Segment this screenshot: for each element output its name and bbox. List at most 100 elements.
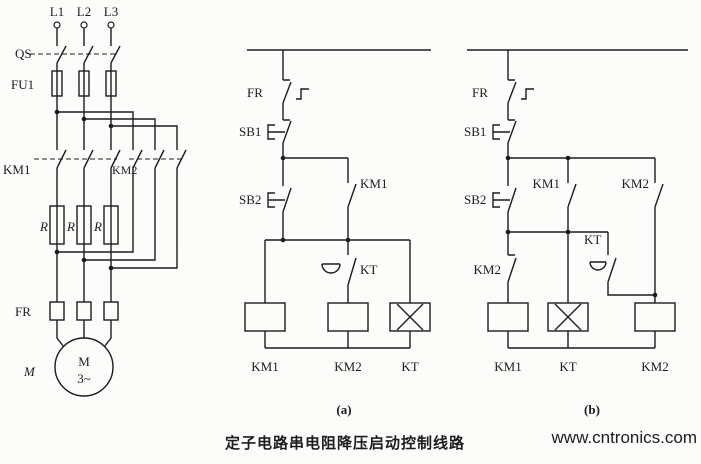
- junction-dot: [652, 292, 658, 298]
- qs-switch: QS: [15, 45, 121, 64]
- b-coil-label-kt: KT: [559, 359, 576, 374]
- junction-dot: [505, 155, 511, 161]
- fuse-3: [105, 70, 117, 97]
- fuse-fu1: FU1: [11, 70, 117, 97]
- b-fr-label: FR: [472, 85, 488, 100]
- a-kt-coil: KT: [389, 302, 431, 374]
- junction-dot: [54, 109, 60, 115]
- watermark-text: www.cntronics.com: [551, 428, 697, 447]
- b-sb1-actuator: [492, 124, 510, 140]
- b-km1-coil: KM1: [487, 302, 529, 374]
- terminal-l2: [80, 21, 88, 29]
- km2-tap-wires: [57, 111, 178, 150]
- thermal-relay-fr: FR: [15, 301, 119, 321]
- a-coil-label-km2: KM2: [334, 359, 361, 374]
- km1-main-contacts: KM1: [3, 149, 121, 177]
- motor: M M 3~: [23, 337, 114, 397]
- qs-label: QS: [15, 46, 32, 61]
- power-circuit: L1 L2 L3 QS FU1 KM1: [3, 4, 187, 397]
- a-kt-delay-symbol: [321, 263, 341, 274]
- a-sb1-button: SB1: [239, 119, 292, 144]
- b-sb2-blade: [507, 187, 517, 213]
- a-sb2-actuator: [267, 192, 285, 208]
- resistor-r1: [49, 205, 65, 245]
- b-coil-branch-wires: [508, 232, 656, 349]
- fu1-label: FU1: [11, 77, 34, 92]
- b-kt-delay-contact: KT: [584, 232, 655, 296]
- a-junction-dots: [280, 155, 351, 243]
- control-circuit-b: FR SB1 SB2 KM1 KM2 KM2: [464, 49, 688, 417]
- b-km2-aux-contact: KM2: [622, 158, 664, 303]
- a-fr-blade: [282, 79, 292, 104]
- junction-dot: [81, 257, 87, 263]
- junction-dot: [54, 249, 60, 255]
- a-km2-coil-box: [327, 302, 369, 332]
- motor-outside-label: M: [23, 364, 36, 379]
- b-fr-thermal-symbol: [521, 88, 534, 100]
- control-circuit-a: FR SB1 SB2 KM1 KT KM1: [239, 49, 431, 417]
- junction-dot: [108, 123, 114, 129]
- a-kt-delay-contact: KT: [321, 240, 377, 286]
- figure-caption: 定子电路串电阻降压启动控制线路: [225, 434, 465, 452]
- fuse-2: [78, 70, 90, 97]
- figure-tag-b: (b): [584, 402, 600, 417]
- resistor-r2: [76, 205, 92, 245]
- b-km2-aux-wires: [654, 158, 664, 303]
- b-kt-delay-symbol: [589, 261, 607, 271]
- a-coil-label-kt: KT: [401, 359, 418, 374]
- phase-wire-1: [56, 28, 65, 347]
- a-kt-coil-cross: [396, 303, 424, 331]
- a-sb2-blade: [282, 187, 292, 213]
- phase-wire-3: [103, 28, 112, 347]
- r1-label: R: [39, 219, 48, 234]
- b-sb2-actuator: [492, 192, 510, 208]
- a-sb1-blade: [282, 119, 292, 144]
- a-fr-thermal-symbol: [296, 88, 309, 100]
- a-coil-label-km1: KM1: [251, 359, 278, 374]
- a-sb2-button: SB2: [239, 187, 292, 213]
- fr-heater-2: [76, 301, 92, 321]
- phase-label-l3: L3: [104, 4, 118, 19]
- a-fr-nc-contact: FR: [247, 79, 309, 104]
- b-km2-aux-label: KM2: [622, 176, 649, 191]
- fr-heater-3: [103, 301, 119, 321]
- a-km1-aux-label: KM1: [360, 176, 387, 191]
- b-km1-aux-wires: [567, 158, 577, 232]
- junction-dot: [108, 265, 114, 271]
- fuse-1: [51, 70, 63, 97]
- power-junction-dots: [54, 109, 114, 271]
- junction-dot: [565, 155, 571, 161]
- junction-dot: [81, 116, 87, 122]
- a-sb1-label: SB1: [239, 124, 261, 139]
- b-km2-nc-contact: KM2: [474, 254, 517, 283]
- km1-main-label: KM1: [3, 162, 30, 177]
- b-fr-nc-contact: FR: [472, 79, 534, 104]
- b-kt-contact-label: KT: [584, 232, 601, 247]
- a-coil-branch-wires: [264, 240, 411, 349]
- junction-dot: [280, 155, 286, 161]
- b-sb1-blade: [507, 119, 517, 144]
- resistor-r3: [103, 205, 119, 245]
- b-km2-nc-blade: [507, 254, 517, 283]
- b-km2-coil: KM2: [634, 302, 676, 374]
- b-sb1-button: SB1: [464, 119, 517, 144]
- b-km1-aux-contact: KM1: [533, 158, 577, 232]
- motor-phase-text: 3~: [77, 371, 91, 386]
- b-km1-coil-box: [487, 302, 529, 332]
- a-km1-coil-box: [244, 302, 286, 332]
- a-kt-coil-box: [389, 302, 431, 332]
- a-fr-label: FR: [247, 85, 263, 100]
- a-km1-aux-contact: KM1: [283, 157, 387, 240]
- km2-main-label: KM2: [112, 163, 137, 177]
- b-sb1-label: SB1: [464, 124, 486, 139]
- a-kt-contact-label: KT: [360, 262, 377, 277]
- motor-circle: [54, 337, 114, 397]
- fr-heater-1: [49, 301, 65, 321]
- junction-dot: [345, 237, 351, 243]
- junction-dot: [565, 229, 571, 235]
- a-sb2-label: SB2: [239, 192, 261, 207]
- terminal-l1: [53, 21, 61, 29]
- fr-power-label: FR: [15, 304, 31, 319]
- phase-label-l2: L2: [77, 4, 91, 19]
